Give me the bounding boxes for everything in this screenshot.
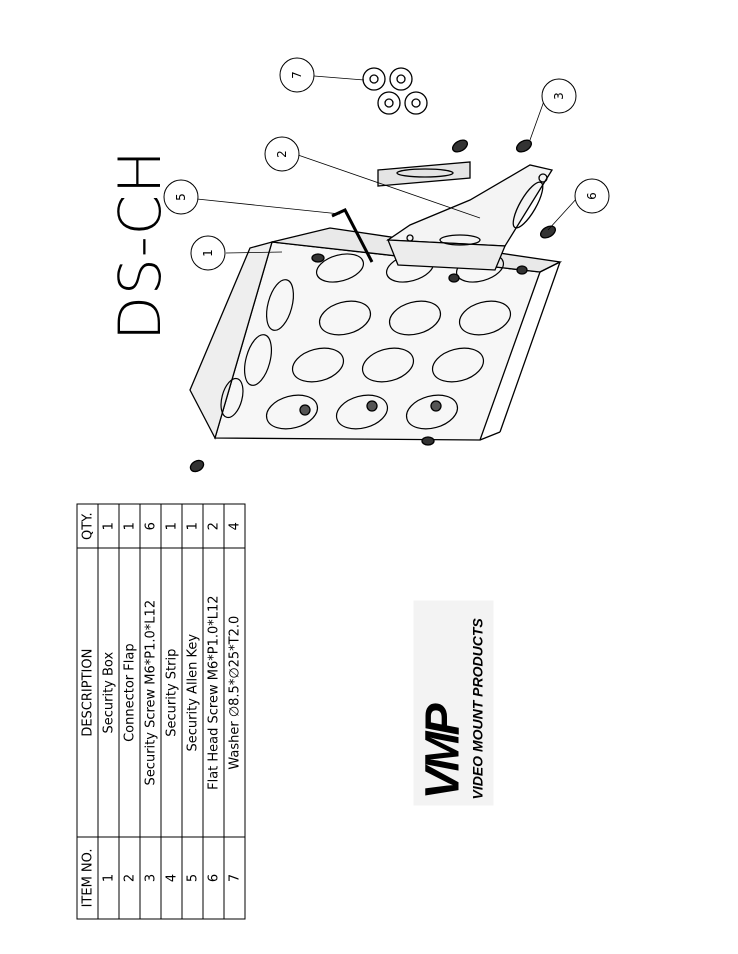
bom-qty: 6 xyxy=(139,503,161,548)
bom-item: 4 xyxy=(160,836,182,919)
callout-7-label: 7 xyxy=(290,71,304,79)
bom-item: 7 xyxy=(223,836,245,919)
bom-qty: 4 xyxy=(223,503,245,548)
vmp-logo: VMP VIDEO MOUNT PRODUCTS xyxy=(413,600,493,805)
security-strip xyxy=(377,161,471,187)
page-title: DS-CH xyxy=(106,149,174,341)
table-row: 7 Washer ∅8.5*∅25*T2.0 4 xyxy=(223,503,245,919)
callout-6: 6 xyxy=(574,178,610,214)
bom-description: Security Allen Key xyxy=(181,547,203,837)
bom-table: ITEM NO. DESCRIPTION QTY. 1 Security Box… xyxy=(76,503,245,919)
bom-qty: 1 xyxy=(181,503,203,548)
callout-1: 1 xyxy=(190,235,226,271)
callout-3: 3 xyxy=(541,78,577,114)
callout-leaders xyxy=(196,75,579,254)
hole-screws xyxy=(299,400,442,416)
loose-screws xyxy=(189,139,557,473)
bom-description: Security Strip xyxy=(160,547,182,837)
bom-description: Security Box xyxy=(97,547,119,837)
table-row: 2 Connector Flap 1 xyxy=(118,503,140,919)
logo-text: VIDEO MOUNT PRODUCTS xyxy=(469,617,485,799)
table-row: 6 Flat Head Screw M6*P1.0*L12 2 xyxy=(202,503,224,919)
bom-item: 2 xyxy=(118,836,140,919)
bill-of-materials: ITEM NO. DESCRIPTION QTY. 1 Security Box… xyxy=(76,503,245,919)
callout-7: 7 xyxy=(279,57,315,93)
callout-3-label: 3 xyxy=(552,92,566,100)
table-row: 1 Security Box 1 xyxy=(97,503,119,919)
bom-item: 5 xyxy=(181,836,203,919)
table-row: 4 Security Strip 1 xyxy=(160,503,182,919)
bom-qty: 2 xyxy=(202,503,224,548)
bom-description: Washer ∅8.5*∅25*T2.0 xyxy=(223,547,245,837)
callout-5: 5 xyxy=(163,179,199,215)
logo-mark: VMP xyxy=(416,706,469,799)
bom-description: Connector Flap xyxy=(118,547,140,837)
bom-header-row: ITEM NO. DESCRIPTION QTY. xyxy=(76,503,98,919)
security-box-side xyxy=(189,241,273,440)
callout-5-label: 5 xyxy=(174,193,188,201)
washers xyxy=(362,67,428,115)
bom-qty: 1 xyxy=(118,503,140,548)
bom-header-item: ITEM NO. xyxy=(76,836,98,919)
bom-header-qty: QTY. xyxy=(76,503,98,548)
bom-qty: 1 xyxy=(97,503,119,548)
bom-item: 6 xyxy=(202,836,224,919)
callout-6-label: 6 xyxy=(585,192,599,200)
bom-description: Flat Head Screw M6*P1.0*L12 xyxy=(202,547,224,837)
bom-item: 3 xyxy=(139,836,161,919)
callout-2: 2 xyxy=(264,136,300,172)
callout-2-label: 2 xyxy=(275,150,289,158)
bom-header-description: DESCRIPTION xyxy=(76,547,98,837)
table-row: 3 Security Screw M6*P1.0*L12 6 xyxy=(139,503,161,919)
table-row: 5 Security Allen Key 1 xyxy=(181,503,203,919)
bom-item: 1 xyxy=(97,836,119,919)
callout-1-label: 1 xyxy=(201,249,215,257)
bom-description: Security Screw M6*P1.0*L12 xyxy=(139,547,161,837)
bom-qty: 1 xyxy=(160,503,182,548)
